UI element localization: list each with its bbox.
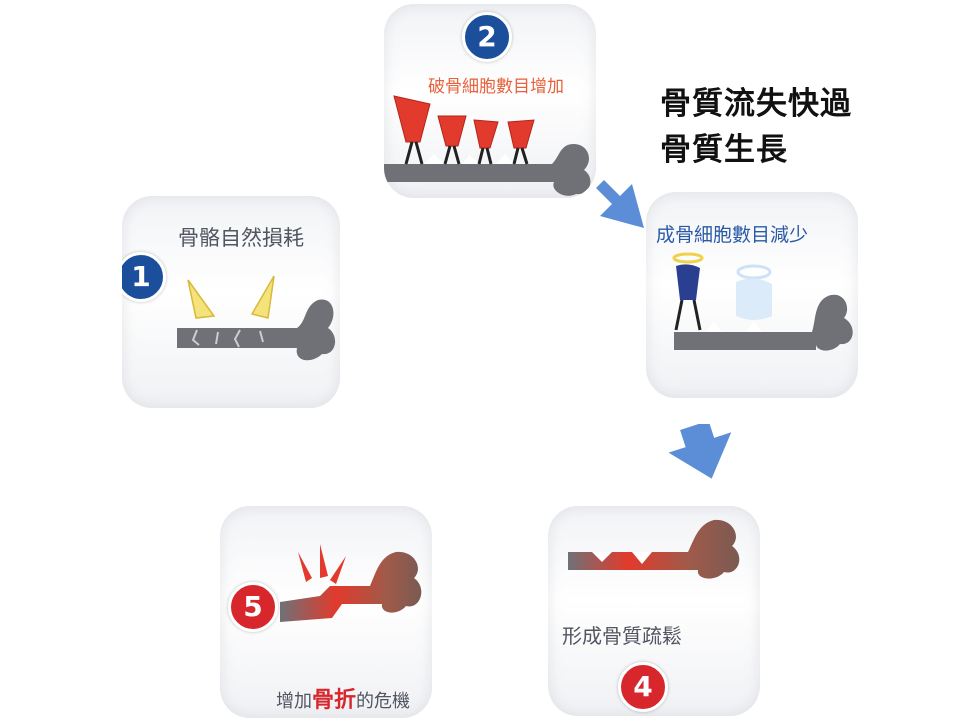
step-1-card: 1 骨骼自然損耗 bbox=[122, 196, 340, 408]
step-3-label: 成骨細胞數目減少 bbox=[656, 220, 808, 247]
arrow-step3-to-step4 bbox=[666, 424, 742, 484]
step-2-card: 2 破骨細胞數目增加 bbox=[384, 4, 596, 198]
step-4-card: 形成骨質疏鬆 4 bbox=[548, 506, 760, 716]
step-4-label: 形成骨質疏鬆 bbox=[562, 620, 682, 649]
step-5-label-emphasis: 骨折 bbox=[312, 688, 356, 713]
step-4-badge: 4 bbox=[618, 662, 668, 712]
step-5-card: 5 增加骨折的危機 bbox=[220, 506, 432, 718]
step-5-label: 增加骨折的危機 bbox=[276, 682, 410, 714]
step-2-badge: 2 bbox=[462, 12, 512, 62]
step-5-label-suffix: 的危機 bbox=[356, 691, 410, 712]
callout-line-1: 骨質流失快過 bbox=[660, 78, 852, 123]
step-2-label: 破骨細胞數目增加 bbox=[428, 72, 564, 97]
arrow-step2-to-step3 bbox=[582, 166, 652, 236]
step-5-label-prefix: 增加 bbox=[276, 691, 312, 712]
callout-line-2: 骨質生長 bbox=[660, 124, 788, 169]
step-5-badge: 5 bbox=[228, 582, 278, 632]
step-1-label: 骨骼自然損耗 bbox=[178, 222, 304, 252]
step-3-card: 成骨細胞數目減少 bbox=[646, 192, 858, 398]
